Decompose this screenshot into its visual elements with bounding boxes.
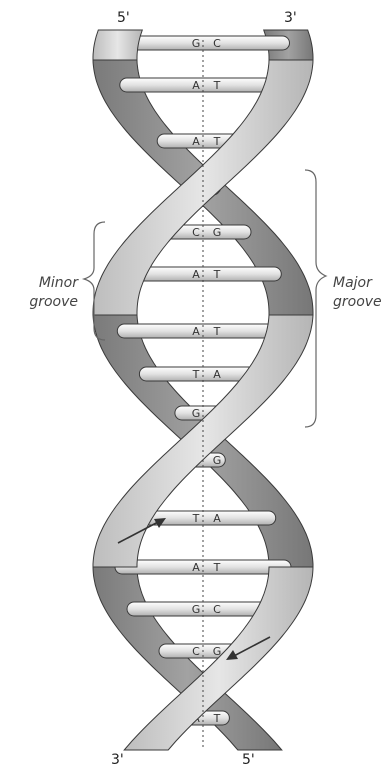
- base-left-letter: A: [192, 79, 200, 92]
- end-label-bottom-left: 3': [111, 752, 124, 768]
- base-right-letter: C: [213, 603, 221, 616]
- base-left-letter: A: [192, 135, 200, 148]
- base-right-letter: A: [213, 512, 221, 525]
- strand-b-segment: [93, 30, 142, 60]
- base-right-letter: T: [213, 712, 221, 725]
- base-right-letter: C: [213, 37, 221, 50]
- base-right-letter: G: [213, 226, 222, 239]
- base-pair-rod: [117, 36, 290, 50]
- base-left-letter: G: [192, 407, 201, 420]
- base-left-letter: T: [192, 512, 200, 525]
- base-right-letter: T: [213, 135, 221, 148]
- base-left-letter: A: [192, 561, 200, 574]
- base-left-letter: A: [192, 325, 200, 338]
- base-left-letter: A: [192, 268, 200, 281]
- base-left-letter: C: [192, 645, 200, 658]
- base-right-letter: T: [213, 325, 221, 338]
- major-groove-label-line2: groove: [333, 294, 382, 310]
- base-left-letter: G: [192, 603, 201, 616]
- end-label-bottom-right: 5': [242, 752, 255, 768]
- base-left-letter: G: [192, 37, 201, 50]
- base-right-letter: T: [213, 561, 221, 574]
- base-right-letter: G: [213, 454, 222, 467]
- end-label-top-left: 5': [117, 10, 130, 26]
- minor-groove-label-line1: Minor: [39, 275, 79, 291]
- base-left-letter: C: [192, 226, 200, 239]
- base-right-letter: T: [213, 79, 221, 92]
- base-right-letter: T: [213, 268, 221, 281]
- base-right-letter: A: [213, 368, 221, 381]
- end-label-top-right: 3': [284, 10, 297, 26]
- major-groove-label-line1: Major: [333, 275, 373, 291]
- base-left-letter: T: [192, 368, 200, 381]
- minor-groove-label-line2: groove: [29, 294, 78, 310]
